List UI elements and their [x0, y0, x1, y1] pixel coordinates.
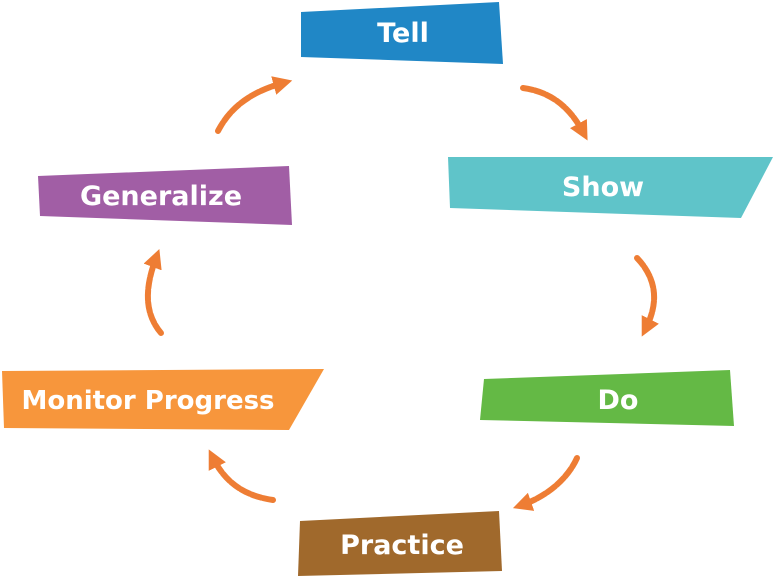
arrow-monitor-to-generalize-icon: [143, 249, 164, 336]
arrow-generalize-to-tell-icon: [215, 76, 293, 134]
arrow-tell-to-show-icon: [520, 85, 588, 141]
practice-label: Practice: [340, 530, 464, 561]
tell-label: Tell: [377, 18, 429, 49]
monitor-progress-label: Monitor Progress: [21, 386, 274, 416]
step-practice: Practice: [298, 511, 502, 576]
generalize-label: Generalize: [80, 181, 242, 212]
arrow-show-to-do-icon: [634, 255, 659, 337]
arrow-practice-to-monitor-icon: [208, 449, 276, 503]
do-banner: [480, 370, 734, 426]
generalize-banner: [38, 166, 292, 225]
arrow-do-to-practice-icon: [512, 455, 580, 511]
show-label: Show: [562, 172, 644, 203]
step-generalize: Generalize: [38, 166, 292, 225]
monitor-progress-banner: [2, 369, 324, 430]
tell-banner: [301, 2, 503, 64]
step-tell: Tell: [301, 2, 503, 64]
step-monitor-progress: Monitor Progress: [2, 369, 324, 430]
step-do: Do: [480, 370, 734, 426]
show-banner: [448, 157, 773, 218]
step-show: Show: [448, 157, 773, 218]
do-label: Do: [598, 385, 639, 416]
practice-banner: [298, 511, 502, 576]
